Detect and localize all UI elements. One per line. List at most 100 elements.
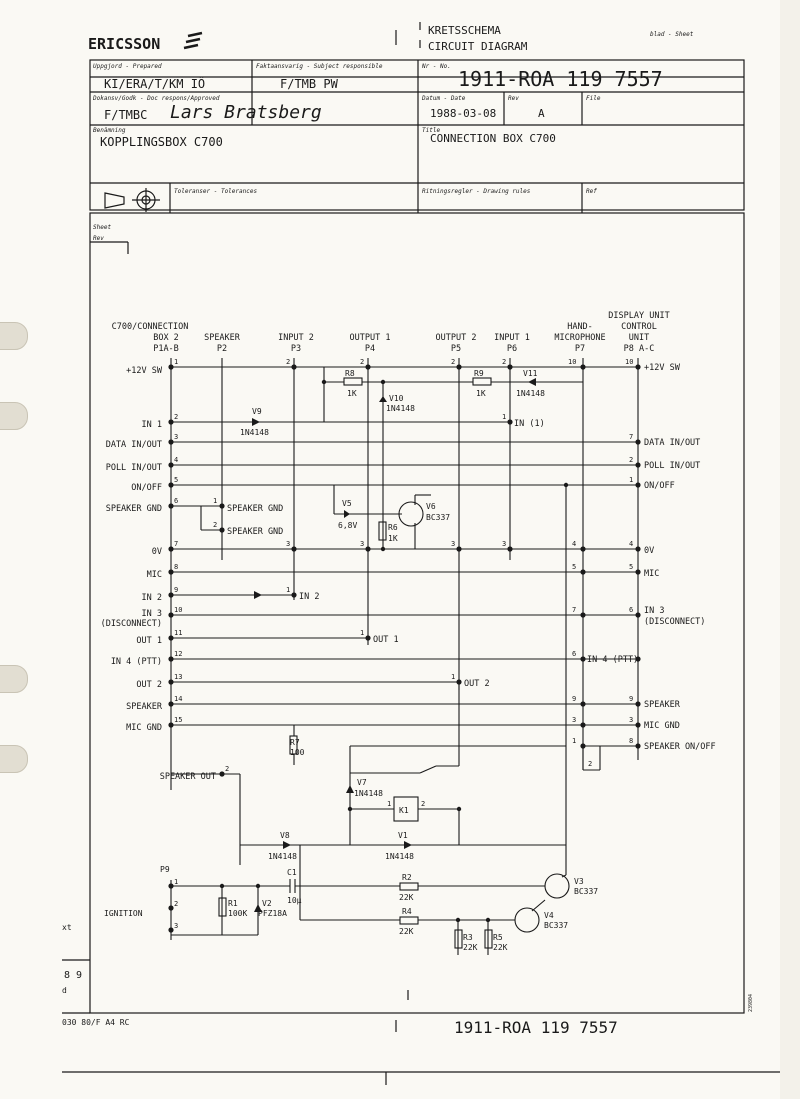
prepared-label: Uppgjord - Prepared <box>93 63 162 70</box>
pin: 1 <box>174 878 178 886</box>
lbl-in1: IN (1) <box>514 419 545 429</box>
pin: 3 <box>360 540 364 548</box>
pin: 1 <box>572 737 576 745</box>
margin-c: d <box>62 986 67 995</box>
v4-value: BC337 <box>544 921 568 930</box>
rev-label: Rev <box>508 95 519 102</box>
pin: 2 <box>213 521 217 529</box>
rsig-0v: 0V <box>644 546 654 556</box>
rsig-spkonoff: SPEAKER ON/OFF <box>644 742 716 752</box>
v1-value: 1N4148 <box>385 852 414 861</box>
col-handmic-1: HAND- <box>567 322 593 332</box>
col-input2-1: INPUT 2 <box>278 333 314 343</box>
v7-name: V7 <box>357 778 367 787</box>
pin: 1 <box>387 800 391 808</box>
sig-in3: IN 3 <box>142 609 162 619</box>
pin: 3 <box>502 540 506 548</box>
col-output1-2: P4 <box>365 344 375 354</box>
rsig-micgnd: MIC GND <box>644 721 680 731</box>
v9-name: V9 <box>252 407 262 416</box>
sig-0v: 0V <box>152 547 162 557</box>
col-speaker-1: SPEAKER <box>204 333 241 343</box>
pin: 7 <box>572 606 576 614</box>
pin: 3 <box>174 922 178 930</box>
name-value: KOPPLINGSBOX C700 <box>100 135 223 149</box>
v10-value: 1N4148 <box>386 404 415 413</box>
r7-name: R7 <box>290 738 300 747</box>
r5-name: R5 <box>493 933 503 942</box>
pin: 10 <box>174 606 182 614</box>
r4-value: 22K <box>399 927 414 936</box>
sig-spkgnd: SPEAKER GND <box>106 504 162 514</box>
pin: 2 <box>629 456 633 464</box>
col-display-1: DISPLAY UNIT <box>608 311 669 321</box>
v1-name: V1 <box>398 831 408 840</box>
r3-value: 22K <box>463 943 478 952</box>
sig-onoff: ON/OFF <box>131 483 162 493</box>
logo: ERICSSON <box>88 35 160 53</box>
pin: 3 <box>572 716 576 724</box>
date-label: Datum - Date <box>421 95 466 102</box>
col-output1-1: OUTPUT 1 <box>350 333 391 343</box>
col-handmic-3: P7 <box>575 344 585 354</box>
v5-name: V5 <box>342 499 352 508</box>
pin: 4 <box>572 540 576 548</box>
margin-a: xt <box>62 923 72 932</box>
pin: 3 <box>286 540 290 548</box>
c1-value: 10µ <box>287 896 302 905</box>
col-input1-1: INPUT 1 <box>494 333 530 343</box>
col-display-3: UNIT <box>629 333 649 343</box>
pin: 4 <box>629 540 633 548</box>
pin: 2 <box>421 800 425 808</box>
subject-value: F/TMB PW <box>280 77 339 91</box>
pin: 9 <box>629 695 633 703</box>
pin: 2 <box>588 760 592 768</box>
pin: 2 <box>225 765 229 773</box>
sig-in2: IN 2 <box>142 593 162 603</box>
pin: 11 <box>174 629 182 637</box>
sig-disconnect: (DISCONNECT) <box>101 619 162 629</box>
r7-value: 100 <box>290 748 305 757</box>
rsig-poll: POLL IN/OUT <box>644 461 700 471</box>
lbl-spkgnd1: SPEAKER GND <box>227 504 283 514</box>
v6-value: BC337 <box>426 513 450 522</box>
v8-name: V8 <box>280 831 290 840</box>
approved-value: F/TMBC <box>104 108 147 122</box>
pin: 6 <box>174 497 178 505</box>
footer-doc-number: 1911-ROA 119 7557 <box>454 1018 618 1037</box>
doc-number: 1911-ROA 119 7557 <box>458 67 663 91</box>
name-label: Benämning <box>93 127 126 134</box>
r1-value: 100K <box>228 909 247 918</box>
k1-name: K1 <box>399 806 409 815</box>
v5-value: 6,8V <box>338 521 357 530</box>
sig-micgnd: MIC GND <box>126 723 162 733</box>
pin: 1 <box>213 497 217 505</box>
rsig-data: DATA IN/OUT <box>644 438 700 448</box>
pin: 2 <box>174 900 178 908</box>
r6-value: 1K <box>388 534 398 543</box>
rsig-disconnect: (DISCONNECT) <box>644 617 705 627</box>
file-label: File <box>586 95 601 102</box>
pin: 1 <box>360 629 364 637</box>
col-left-2: BOX 2 <box>153 333 179 343</box>
punch-hole <box>0 745 28 773</box>
sheet-label: blad - Sheet <box>650 31 694 38</box>
margin-b: 8 9 <box>64 970 82 981</box>
no-label: Nr - No. <box>421 63 451 70</box>
col-left-3: P1A-B <box>153 344 179 354</box>
r1-name: R1 <box>228 899 238 908</box>
pin: 10 <box>568 358 576 366</box>
pin: 2 <box>451 358 455 366</box>
r5-value: 22K <box>493 943 508 952</box>
pin: 13 <box>174 673 182 681</box>
pin: 2 <box>286 358 290 366</box>
tolerances-label: Toleranser - Tolerances <box>174 188 257 195</box>
pin: 1 <box>286 586 290 594</box>
r9-value: 1K <box>476 389 486 398</box>
r3-name: R3 <box>463 933 473 942</box>
v7-value: 1N4148 <box>354 789 383 798</box>
r8-value: 1K <box>347 389 357 398</box>
r9-name: R9 <box>474 369 484 378</box>
pin: 8 <box>629 737 633 745</box>
